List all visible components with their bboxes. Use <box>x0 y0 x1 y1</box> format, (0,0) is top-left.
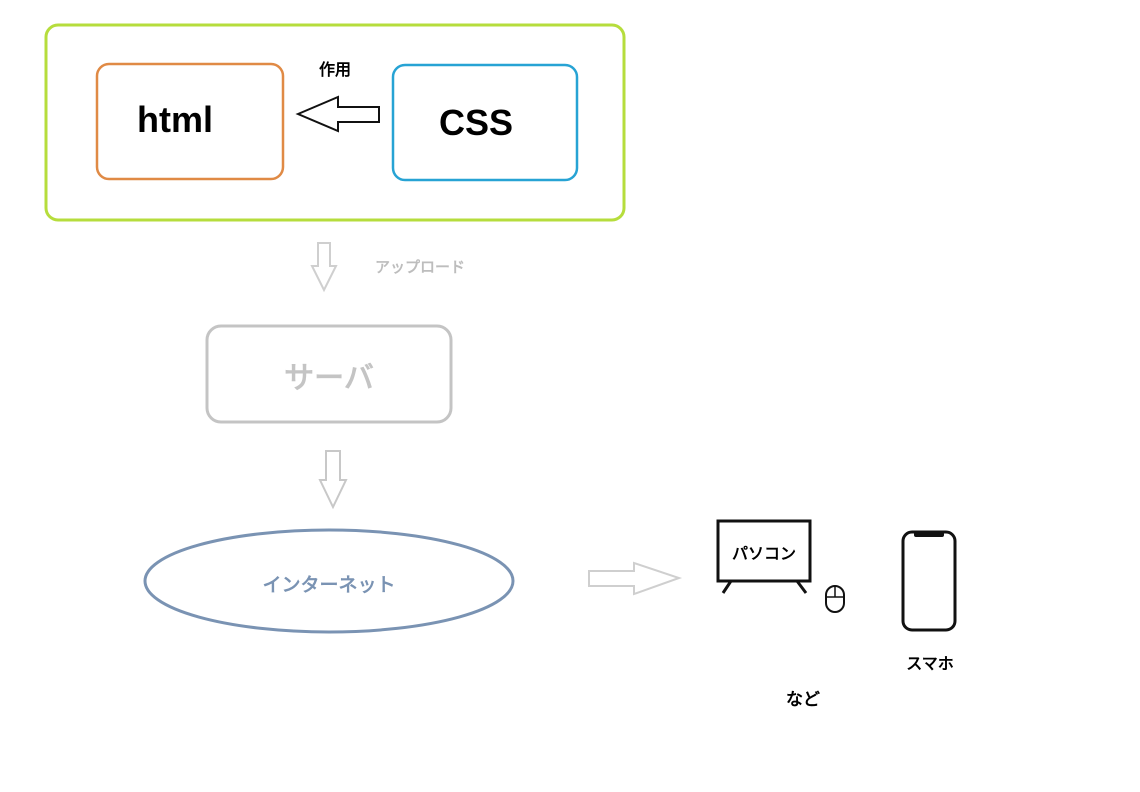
smartphone-icon <box>901 530 957 632</box>
html-node-label: html <box>137 99 213 140</box>
footnote-label: など <box>786 690 820 710</box>
monitor-icon <box>716 519 812 594</box>
pc-label: パソコン <box>731 544 796 563</box>
upload-arrow <box>310 242 338 293</box>
apply-edge-label: 作用 <box>318 60 351 79</box>
html-node <box>95 62 285 181</box>
mouse-icon <box>825 585 845 613</box>
upload-edge-label: アップロード <box>374 258 465 276</box>
smartphone-label: スマホ <box>906 654 954 673</box>
css-node <box>391 63 579 182</box>
internet-to-devices-arrow <box>588 561 683 596</box>
css-node-label: CSS <box>438 102 514 143</box>
server-to-internet-arrow <box>318 450 348 510</box>
server-node <box>205 324 453 424</box>
internet-node <box>143 528 515 634</box>
apply-arrow <box>295 95 380 133</box>
server-node-label: サーバ <box>284 361 374 396</box>
source-files-group <box>44 23 626 222</box>
internet-node-label: インターネット <box>262 574 396 596</box>
